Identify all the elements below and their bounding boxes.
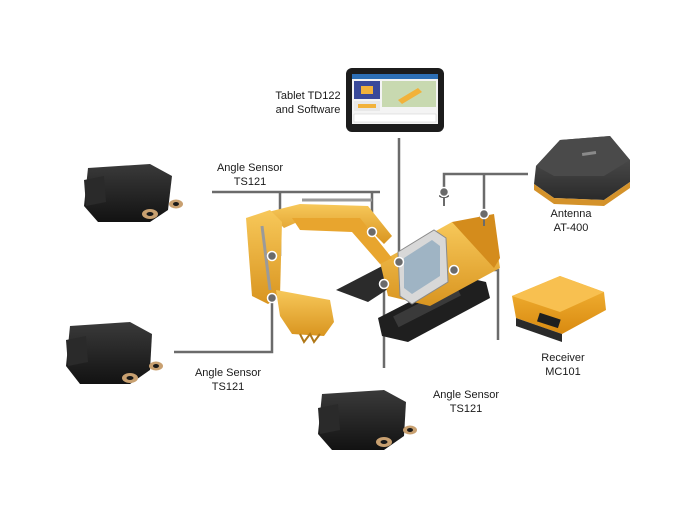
tablet-label-line1: Tablet TD122 xyxy=(275,90,341,102)
tablet-tile-c-fig xyxy=(358,104,376,108)
angle-sensor-top-image xyxy=(84,164,183,222)
line-left-sensor xyxy=(174,298,274,354)
angle-sensor-bottom-image xyxy=(318,390,417,450)
antenna-label-line2: AT-400 xyxy=(553,222,589,234)
angle-sensor-top-label-line1: Angle Sensor xyxy=(216,162,284,174)
angle-sensor-left-label-line2: TS121 xyxy=(211,381,245,393)
tablet-label: Tablet TD122 and Software xyxy=(266,89,350,117)
angle-sensor-top-label: Angle Sensor TS121 xyxy=(208,161,292,189)
dot-boom-sensor xyxy=(366,226,378,238)
counterweight xyxy=(452,214,500,268)
dot-receiver xyxy=(448,264,460,276)
antenna-label-line1: Antenna xyxy=(550,208,592,220)
bucket-teeth xyxy=(299,332,321,344)
receiver-label-line2: MC101 xyxy=(545,366,581,378)
dot-cab xyxy=(393,256,405,268)
cab-window xyxy=(404,240,440,294)
angle-sensor-bottom-label-line1: Angle Sensor xyxy=(432,389,500,401)
tablet-footer xyxy=(353,113,437,123)
angle-sensor-left-image xyxy=(66,322,163,384)
antenna-device xyxy=(534,136,630,206)
connection-dots xyxy=(266,186,490,304)
stick-cylinder xyxy=(260,225,272,291)
angle-sensor-left-label: Angle Sensor TS121 xyxy=(186,366,270,394)
dot-body xyxy=(378,278,390,290)
receiver-label: Receiver MC101 xyxy=(528,351,598,379)
boom-lower xyxy=(292,218,392,264)
antenna-label: Antenna AT-400 xyxy=(536,207,606,235)
stick xyxy=(246,210,282,304)
angle-sensor-bottom-label-line2: TS121 xyxy=(449,403,483,415)
angle-sensor-bottom-label: Angle Sensor TS121 xyxy=(424,388,508,416)
line-antenna xyxy=(442,172,528,192)
tablet-label-line2: and Software xyxy=(275,104,341,116)
angle-sensor-top-label-line2: TS121 xyxy=(233,176,267,188)
excavator xyxy=(246,194,500,344)
tablet-tile-b-fig xyxy=(398,88,422,104)
receiver-label-line1: Receiver xyxy=(541,352,585,364)
dot-antenna-1 xyxy=(438,186,450,198)
boom xyxy=(268,204,392,244)
dot-bucket-sensor xyxy=(266,292,278,304)
angle-sensor-left-label-line1: Angle Sensor xyxy=(194,367,262,379)
tablet-device xyxy=(346,68,444,132)
dot-stick-sensor xyxy=(266,250,278,262)
tablet-status-bar xyxy=(352,74,438,79)
receiver-device xyxy=(512,276,606,342)
dot-antenna-2 xyxy=(478,208,490,220)
tablet-tile-a-fig xyxy=(361,86,373,94)
bucket xyxy=(276,290,334,336)
